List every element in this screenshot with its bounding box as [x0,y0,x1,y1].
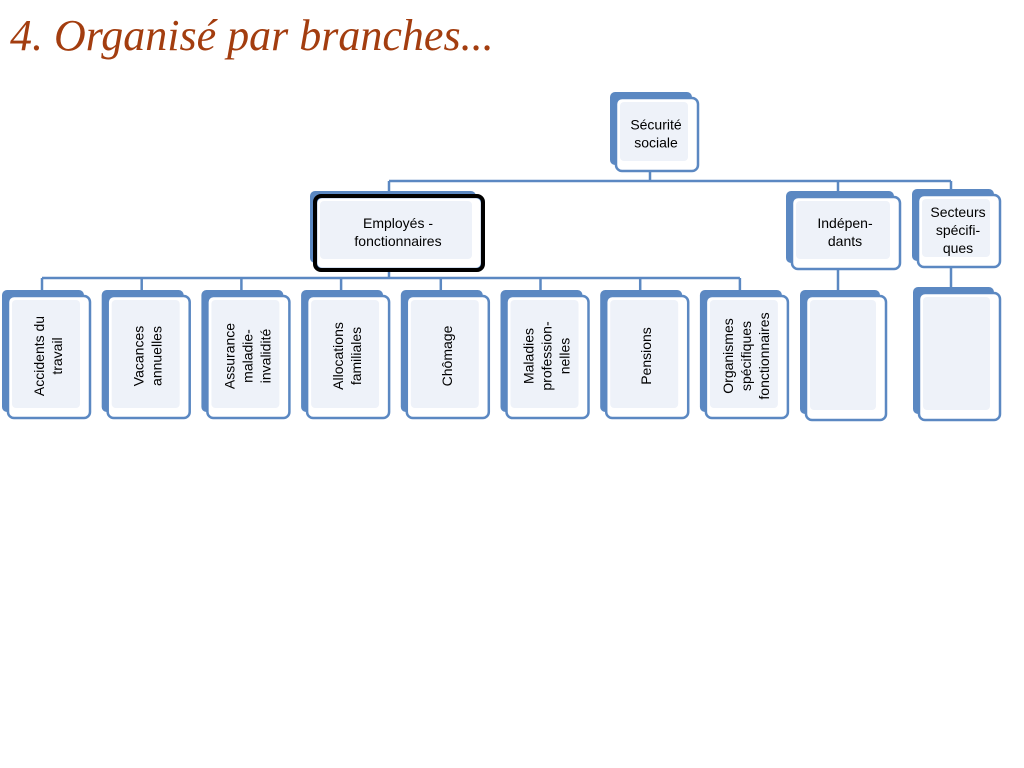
node-securite-sociale[interactable]: Sécurité sociale [610,92,700,173]
node-employes-selection [313,194,485,272]
node-secteurs[interactable]: Secteurs spécifi-ques [912,189,1002,269]
node-branch-organismes-inner [709,300,778,408]
node-branch-maladies-label-line: Maladies [521,328,537,384]
node-branch-vacances-inner [111,300,180,408]
node-secteurs-label-line: spécifi- [936,222,981,238]
node-secteurs-label-line: Secteurs [930,204,985,220]
node-employes-inner [320,201,472,259]
node-secteurs-child[interactable] [913,287,1002,422]
node-branch-chomage-inner [410,300,479,408]
node-independants-label-line: Indépen- [817,215,873,231]
node-independants-inner [796,201,890,259]
node-branch-assurance-label-line: invalidité [257,329,273,384]
node-branch-accidents-label-line: Accidents du [31,316,47,396]
connectors [40,171,953,290]
node-branch-pensions[interactable]: Pensions [600,290,690,420]
node-independants-child[interactable] [800,290,888,422]
node-employes-label-line: fonctionnaires [354,233,441,249]
node-employes-label: Employés - fonctionnaires [354,215,441,249]
node-branch-assurance-label-line: maladie- [239,329,255,383]
node-branch-chomage[interactable]: Chômage [400,290,491,420]
node-securite-sociale-label: Sécurité sociale [630,117,682,151]
node-secteurs-label: Secteurs spécifi-ques [930,204,985,256]
node-branch-pensions-inner [610,300,679,408]
node-independants-label: Indépen-dants [817,215,873,249]
node-branch-accidents-inner [12,300,80,408]
node-securite-sociale-label-line: Sécurité [630,117,682,133]
node-independants-label-line: dants [828,233,862,249]
node-branch-maladies-label-line: profession- [539,321,555,391]
node-branch-organismes-label-line: fonctionnaires [756,312,772,399]
node-independants-child-inner [810,300,876,410]
node-branch-pensions-label-line: Pensions [638,327,654,385]
node-employes[interactable]: Employés - fonctionnaires [310,191,485,272]
node-secteurs-inner [922,199,990,257]
slide-title: 4. Organisé par branches... [10,11,494,60]
node-branch-allocations-inner [311,300,380,408]
node-branch-accidents-label-line: travail [49,337,65,374]
node-branch-chomage-label-line: Chômage [439,325,455,386]
node-branch-assurance-inner [211,300,280,408]
node-employes-label-line: Employés - [363,215,433,231]
node-branch-organismes-label-line: spécifiques [738,321,754,391]
node-branch-pensions-label: Pensions [638,327,654,385]
node-branch-vacances-label-line: Vacances [131,326,147,386]
node-independants[interactable]: Indépen-dants [786,191,902,271]
node-securite-sociale-label-line: sociale [634,135,678,151]
node-secteurs-label-line: ques [943,240,973,256]
node-branch-chomage-label: Chômage [439,325,455,386]
node-branch-maladies-inner [510,300,579,408]
node-branch-allocations-label-line: familiales [348,327,364,385]
node-branch-maladies-label-line: nelles [557,338,573,375]
node-secteurs-child-inner [923,297,990,410]
node-branch-assurance-label-line: Assurance [221,323,237,389]
node-branch-vacances-label-line: annuelles [149,326,165,386]
node-branch-allocations-label-line: Allocations [330,322,346,390]
node-securite-sociale-inner [620,102,688,161]
node-branch-organismes-label-line: Organismes [720,318,736,393]
